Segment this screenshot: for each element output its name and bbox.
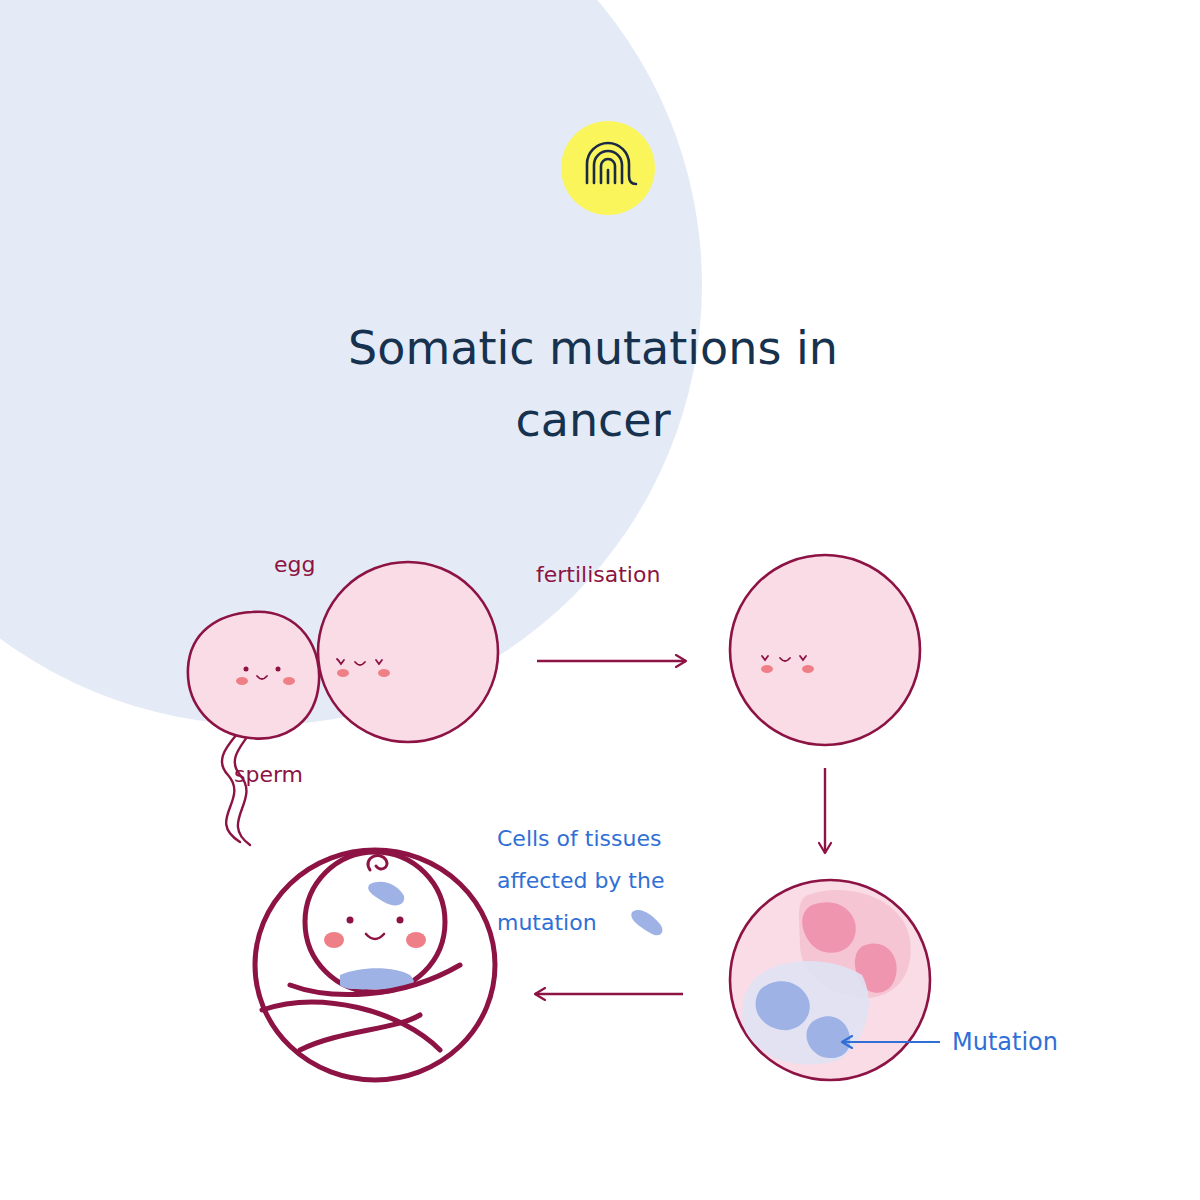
cheek bbox=[802, 665, 814, 673]
mouth bbox=[366, 934, 384, 939]
egg-outline bbox=[318, 562, 498, 742]
eye bbox=[337, 659, 344, 664]
blanket-fold bbox=[290, 965, 460, 995]
mutated-cell bbox=[806, 1016, 850, 1058]
zygote-cell bbox=[730, 555, 920, 745]
cheek bbox=[761, 665, 773, 673]
cheek bbox=[283, 677, 295, 685]
logo-arc bbox=[587, 143, 636, 184]
logo-arc bbox=[601, 159, 615, 183]
logo-line bbox=[607, 170, 610, 183]
mutated-patch bbox=[368, 882, 404, 906]
sperm-tail bbox=[235, 732, 250, 845]
cheek bbox=[337, 669, 349, 677]
sperm-cell bbox=[188, 612, 319, 845]
process-arrow bbox=[535, 993, 683, 995]
cell-label: egg bbox=[274, 550, 354, 580]
eye bbox=[244, 667, 249, 672]
eye bbox=[397, 917, 404, 924]
eye bbox=[762, 656, 768, 660]
logo bbox=[561, 121, 655, 215]
logo-circle bbox=[561, 121, 655, 215]
process-arrow bbox=[824, 768, 826, 853]
cheek bbox=[406, 932, 426, 948]
mutated-cell bbox=[756, 981, 810, 1030]
process-arrow bbox=[537, 660, 686, 662]
step-label: fertilisation bbox=[536, 560, 736, 590]
leader-arrow bbox=[842, 1041, 940, 1043]
egg-cell bbox=[318, 562, 498, 742]
cheek bbox=[324, 932, 344, 948]
mutated-cluster bbox=[742, 961, 868, 1065]
callout-label: Mutation bbox=[952, 1026, 1152, 1058]
zygote-outline bbox=[730, 555, 920, 745]
blanket-fold bbox=[262, 1002, 440, 1050]
eye bbox=[800, 656, 806, 660]
mouth bbox=[355, 662, 365, 665]
cheek bbox=[378, 669, 390, 677]
sperm-head bbox=[188, 612, 319, 739]
eye bbox=[347, 917, 354, 924]
cell bbox=[802, 902, 856, 953]
baby-face bbox=[305, 852, 445, 992]
eye bbox=[276, 667, 281, 672]
hair-curl bbox=[368, 855, 387, 870]
logo-arc bbox=[594, 151, 622, 183]
blanket-fold bbox=[300, 1015, 420, 1050]
legend-blob bbox=[631, 910, 662, 935]
swaddle-outline bbox=[255, 850, 495, 1080]
note-label: Cells of tissues affected by the mutatio… bbox=[497, 818, 717, 944]
eye bbox=[376, 660, 382, 664]
embryo bbox=[730, 880, 930, 1080]
embryo-outline bbox=[730, 880, 930, 1080]
cheek bbox=[236, 677, 248, 685]
diagram-title: Somatic mutations in cancer bbox=[308, 312, 878, 456]
cell-label: sperm bbox=[234, 760, 354, 790]
mouth bbox=[257, 676, 267, 679]
mouth bbox=[780, 658, 790, 661]
baby bbox=[255, 850, 495, 1080]
